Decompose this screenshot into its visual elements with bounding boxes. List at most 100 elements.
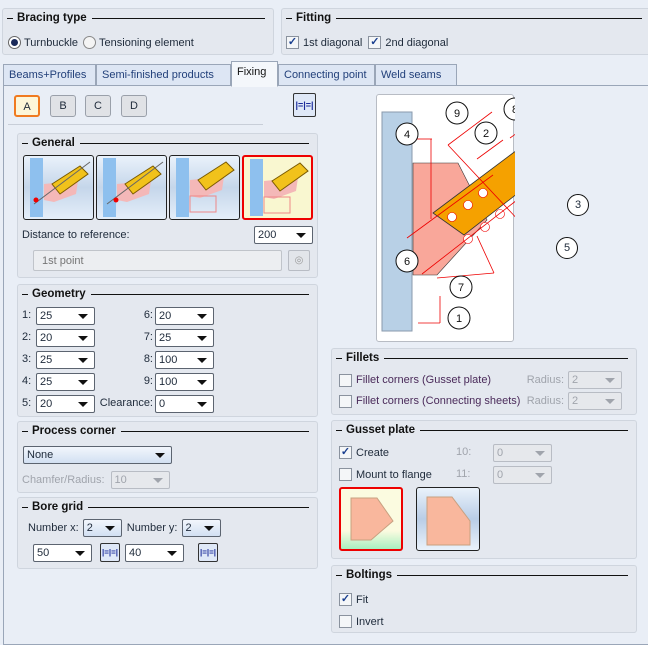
- checkbox-create[interactable]: ✓: [339, 446, 352, 459]
- mount-to-flange-label[interactable]: Mount to flange: [356, 468, 432, 481]
- create-label[interactable]: Create: [356, 446, 390, 459]
- clearance-select[interactable]: 0: [155, 395, 214, 413]
- bore-grid-count-row: Number x: 2 Number y: 2: [28, 519, 221, 537]
- dim-label-7: 7: [458, 282, 464, 294]
- fitting-group: Fitting ✓ 1st diagonal ✓ 2nd diagonal: [281, 8, 648, 55]
- field-10-select[interactable]: 0: [493, 444, 552, 462]
- geometry-2-label: 2:: [22, 331, 32, 343]
- radio-turnbuckle[interactable]: [8, 36, 21, 49]
- number-x-select[interactable]: 2: [82, 519, 122, 537]
- variant-b-button[interactable]: B: [50, 95, 76, 117]
- geometry-8-label: 8:: [143, 353, 153, 365]
- group-title: Gusset plate: [336, 424, 628, 436]
- gusset-shape-1-thumbnail[interactable]: [339, 487, 403, 551]
- checkbox-fit[interactable]: ✓: [339, 593, 352, 606]
- checkbox-fillet-connecting[interactable]: [339, 394, 352, 408]
- spacing-y-select[interactable]: 40: [125, 544, 184, 562]
- geometry-8-select[interactable]: 100: [155, 351, 214, 369]
- 2nd-diagonal-label[interactable]: 2nd diagonal: [385, 36, 449, 49]
- fillet-connecting-label[interactable]: Fillet corners (Connecting sheets): [356, 395, 521, 407]
- distribute-icon-button[interactable]: |=|=|: [293, 93, 316, 117]
- geometry-group: Geometry 1: 25 2: 20 3: 25 4: 25 5: 20 6…: [17, 284, 318, 417]
- checkbox-fillet-gusset[interactable]: [339, 373, 352, 387]
- dim-label-8: 8: [512, 104, 515, 116]
- gusset-shape-2-thumbnail[interactable]: [416, 487, 480, 551]
- geometry-4-label: 4:: [22, 375, 32, 387]
- turnbuckle-label[interactable]: Turnbuckle: [24, 36, 79, 49]
- fixing-type-1-thumbnail[interactable]: [23, 155, 94, 220]
- radius-2-select[interactable]: 2: [568, 392, 622, 410]
- geometry-1-label: 1:: [22, 309, 32, 321]
- geometry-9-label: 9:: [143, 375, 153, 387]
- checkbox-mount-to-flange[interactable]: [339, 468, 352, 481]
- group-title: General: [22, 137, 309, 149]
- tab-semi-finished-products[interactable]: Semi-finished products: [96, 64, 231, 86]
- distribute-y-icon-button[interactable]: |=|=|: [198, 543, 218, 562]
- number-x-label: Number x:: [28, 522, 79, 534]
- fitting-options-row: ✓ 1st diagonal ✓ 2nd diagonal: [286, 36, 448, 49]
- checkbox-invert[interactable]: [339, 615, 352, 628]
- fixing-type-2-thumbnail[interactable]: [96, 155, 167, 220]
- geometry-6-select[interactable]: 20: [155, 307, 214, 325]
- geometry-7-select[interactable]: 25: [155, 329, 214, 347]
- field-10-label: 10:: [456, 446, 472, 458]
- fillet-gusset-row: Fillet corners (Gusset plate) Radius: 2: [339, 371, 622, 389]
- tab-weld-seams[interactable]: Weld seams: [375, 64, 457, 86]
- dim-label-1: 1: [456, 313, 462, 325]
- pick-point-icon-button[interactable]: ◎: [288, 250, 310, 271]
- field-11-select[interactable]: 0: [493, 466, 552, 484]
- first-point-input[interactable]: [33, 250, 282, 271]
- distribute-x-icon-button[interactable]: |=|=|: [100, 543, 120, 562]
- distance-to-reference-select[interactable]: 200: [254, 226, 313, 244]
- bracing-type-group: Bracing type Turnbuckle Tensioning eleme…: [2, 8, 274, 55]
- geometry-1-select[interactable]: 25: [36, 307, 95, 325]
- tab-connecting-point[interactable]: Connecting point: [278, 64, 375, 86]
- geometry-6-label: 6:: [143, 309, 153, 321]
- fillet-gusset-label[interactable]: Fillet corners (Gusset plate): [356, 374, 492, 386]
- fit-label[interactable]: Fit: [356, 593, 369, 606]
- geometry-5-label: 5:: [22, 397, 32, 409]
- radius-1-select[interactable]: 2: [568, 371, 622, 389]
- fillets-group: Fillets Fillet corners (Gusset plate) Ra…: [331, 348, 637, 415]
- checkbox-1st-diagonal[interactable]: ✓: [286, 36, 299, 49]
- geometry-7-label: 7:: [143, 331, 153, 343]
- geometry-9-select[interactable]: 100: [155, 373, 214, 391]
- dim-label-3: 3: [567, 194, 589, 216]
- divider: [8, 124, 263, 125]
- 1st-diagonal-label[interactable]: 1st diagonal: [303, 36, 363, 49]
- number-y-select[interactable]: 2: [181, 519, 221, 537]
- group-title: Bracing type: [7, 12, 265, 24]
- checkbox-2nd-diagonal[interactable]: ✓: [368, 36, 382, 49]
- dim-label-9: 9: [454, 108, 460, 120]
- chamfer-radius-select[interactable]: 10: [110, 471, 170, 489]
- process-corner-select[interactable]: None: [23, 446, 172, 464]
- dim-label-4: 4: [404, 129, 410, 141]
- invert-label[interactable]: Invert: [356, 615, 384, 628]
- group-title: Fitting: [286, 12, 642, 24]
- variant-d-button[interactable]: D: [121, 95, 147, 117]
- bracing-options-row: Turnbuckle Tensioning element: [8, 36, 194, 49]
- variant-a-button[interactable]: A: [14, 95, 40, 117]
- fillet-connecting-row: Fillet corners (Connecting sheets) Radiu…: [339, 392, 622, 410]
- fixing-type-3-thumbnail[interactable]: [169, 155, 240, 220]
- radio-tensioning-element[interactable]: [83, 36, 97, 49]
- group-title: Bore grid: [22, 501, 309, 513]
- radius-2-label: Radius:: [526, 395, 564, 407]
- fixing-type-4-thumbnail[interactable]: [242, 155, 313, 220]
- tab-beams-profiles[interactable]: Beams+Profiles: [3, 64, 96, 86]
- tab-fixing[interactable]: Fixing: [231, 61, 278, 87]
- radius-1-label: Radius:: [526, 374, 564, 386]
- number-y-label: Number y:: [126, 522, 178, 534]
- tensioning-element-label[interactable]: Tensioning element: [99, 36, 194, 49]
- geometry-5-select[interactable]: 20: [36, 395, 95, 413]
- fit-row: ✓ Fit: [339, 593, 368, 606]
- geometry-2-select[interactable]: 20: [36, 329, 95, 347]
- fixing-diagram-drawing: 4 9 8 2 6 7 1: [381, 97, 568, 332]
- geometry-3-select[interactable]: 25: [36, 351, 95, 369]
- variant-c-button[interactable]: C: [85, 95, 111, 117]
- dim-label-5: 5: [556, 237, 578, 259]
- geometry-4-select[interactable]: 25: [36, 373, 95, 391]
- dim-label-6: 6: [404, 256, 410, 268]
- spacing-x-select[interactable]: 50: [33, 544, 92, 562]
- boltings-group: Boltings ✓ Fit Invert: [331, 565, 637, 633]
